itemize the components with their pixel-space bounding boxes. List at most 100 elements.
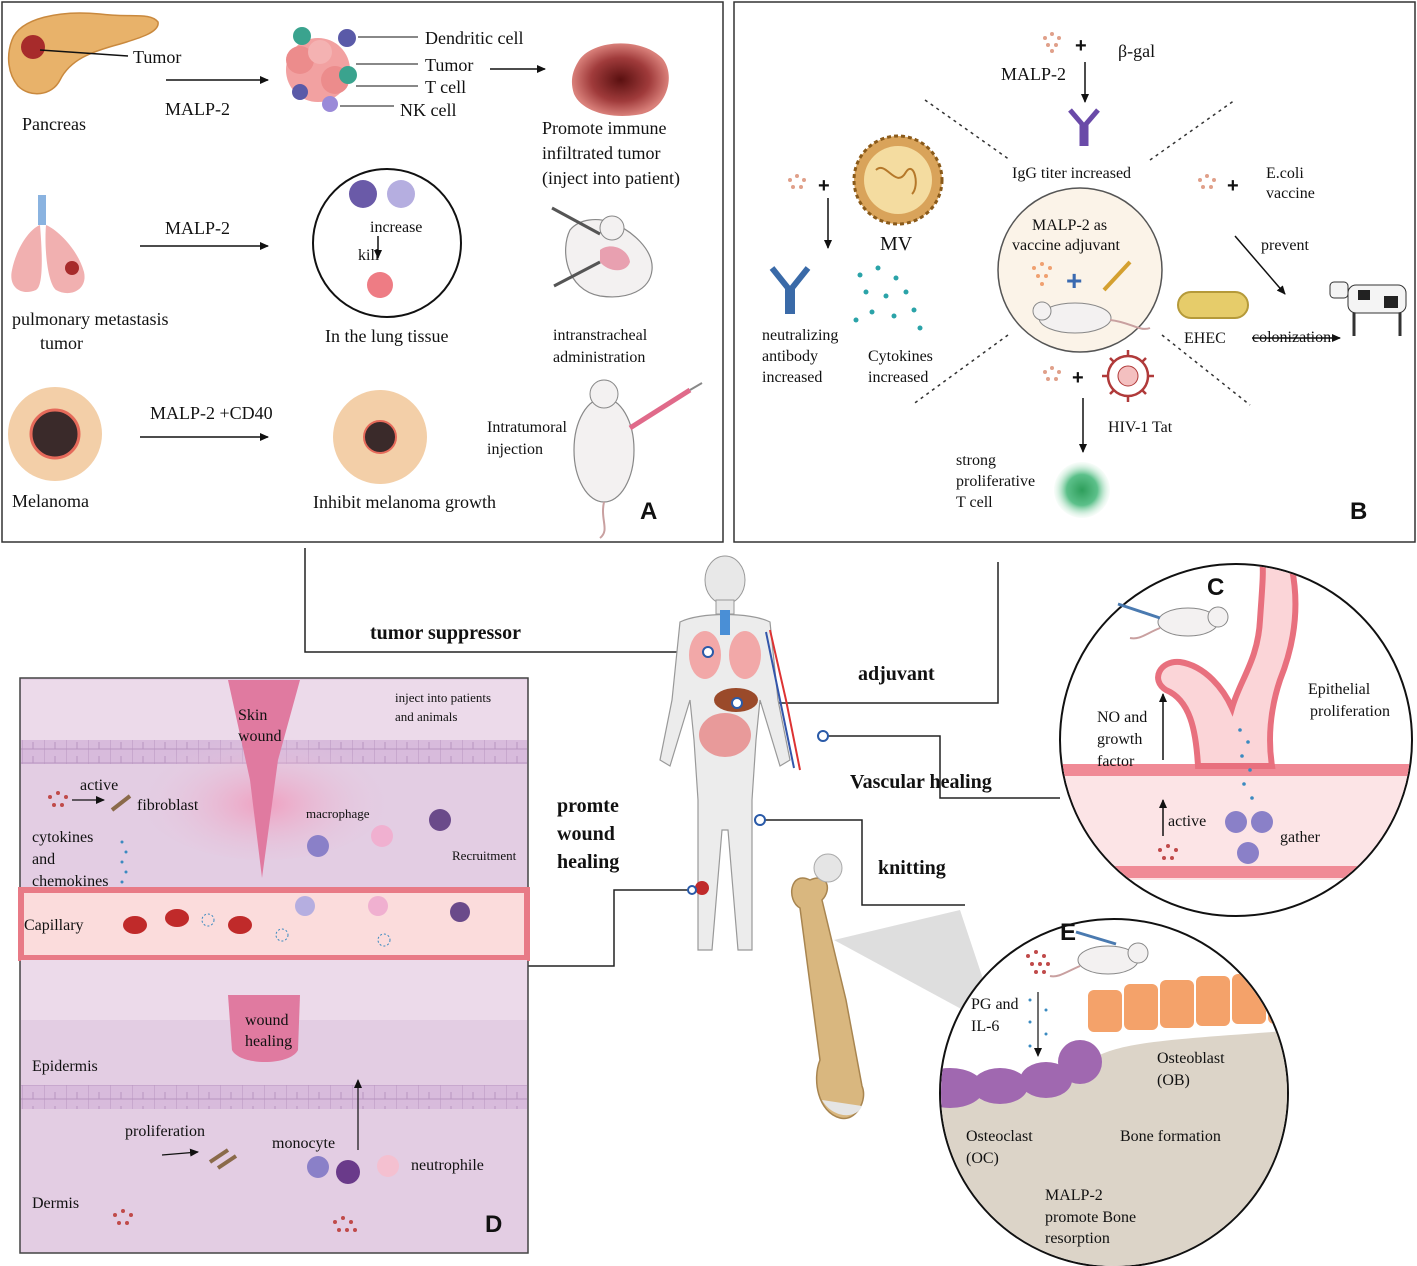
mouse-c-icon — [1117, 602, 1229, 640]
thigh-marker — [754, 814, 766, 826]
skin-line-2: wound — [238, 728, 282, 745]
neut-line-1: neutralizing — [762, 327, 838, 344]
inject-line-2: and animals — [395, 709, 457, 724]
tcell-label: T cell — [425, 77, 466, 97]
promte-line-1: promte — [557, 795, 619, 817]
promte-line-3: healing — [557, 851, 619, 873]
pg-line-1: PG and — [971, 996, 1019, 1013]
gather-label: gather — [1280, 829, 1321, 846]
cytokine-dots-d — [120, 840, 128, 884]
panel-c-letter: C — [1207, 574, 1224, 601]
igg-antibody-icon — [1068, 108, 1100, 146]
inject-line-1: inject into patients — [395, 690, 491, 705]
promote-line-1: Promote immune — [542, 118, 667, 138]
panel-d: Skin wound inject into patients and anim… — [18, 677, 530, 1254]
malp2-b-label: MALP-2 — [1001, 64, 1066, 84]
ecoli-line-1: E.coli — [1266, 165, 1304, 182]
dendritic-label: Dendritic cell — [425, 28, 523, 48]
neutrophile-icon — [377, 1155, 399, 1177]
malp2-dots-c — [1158, 844, 1178, 860]
dermis-label: Dermis — [32, 1195, 79, 1212]
malp2-cd40-label: MALP-2 +CD40 — [150, 403, 273, 423]
malp2-dots-d2 — [113, 1209, 357, 1232]
osteoblast-layer — [1088, 974, 1287, 1032]
malp2-dots-left — [788, 174, 806, 189]
cow-icon — [1329, 281, 1407, 336]
intratum-line-1: Intratumoral — [487, 419, 568, 436]
ehec-bacterium-icon — [1177, 291, 1249, 319]
igg-label: IgG titer increased — [1012, 165, 1131, 182]
active-c-label: active — [1168, 813, 1206, 830]
cyto-d-line-2: and — [32, 851, 55, 868]
monocyte-vessel-2 — [368, 896, 388, 916]
recruitment-label: Recruitment — [452, 848, 517, 863]
lung-tissue-circle — [312, 168, 462, 318]
vessel-sprout — [1155, 565, 1299, 769]
mouse-intratumoral-icon — [573, 379, 703, 539]
proliferative-tcell-icon — [1054, 462, 1110, 518]
organ-marker — [731, 697, 743, 709]
intra-line-2: administration — [553, 349, 645, 366]
lung-marker — [702, 646, 714, 658]
rbc-1 — [123, 916, 147, 934]
adjuvant-label: adjuvant — [858, 663, 935, 685]
panel-a: Tumor Pancreas MALP-2 Dendritic cell Tum… — [1, 1, 724, 543]
t-cell-icon — [387, 180, 415, 208]
pulm-line-2: tumor — [40, 333, 83, 353]
panel-a-letter: A — [640, 498, 657, 525]
panel-e: PG and IL-6 Osteoblast (OB) Osteoclast (… — [939, 918, 1289, 1266]
melanoma-label: Melanoma — [12, 491, 89, 511]
plus-right: + — [1227, 175, 1239, 197]
macrophage-icon-3 — [429, 809, 451, 831]
healing-wound — [228, 995, 300, 1062]
wh-line-1: wound — [245, 1012, 289, 1029]
monocyte-icon — [307, 1156, 329, 1178]
strong-line-1: strong — [956, 452, 996, 469]
ehec-label: EHEC — [1184, 330, 1226, 347]
capillary-label: Capillary — [24, 917, 84, 934]
monocyte-icon-2 — [336, 1160, 360, 1184]
nkcell-label: NK cell — [400, 100, 456, 120]
center-plus: + — [1066, 265, 1082, 296]
malp2-dots-e — [1026, 950, 1050, 974]
proliferation-label: proliferation — [125, 1123, 205, 1140]
fibroblast-icon — [110, 794, 132, 812]
connector-lines — [304, 548, 1060, 967]
syringe-icon — [1102, 260, 1132, 292]
immune-cell-c2 — [1251, 811, 1273, 833]
malp2-dots-d1 — [48, 791, 68, 807]
colonization-label: colonization — [1252, 329, 1331, 346]
human-body-icon — [659, 555, 801, 951]
tumor-suppressor-label: tumor suppressor — [370, 622, 521, 644]
panel-c: Epithelial proliferation NO and growth f… — [1059, 563, 1413, 917]
ob-line-1: Osteoblast — [1157, 1050, 1225, 1067]
mv-label: MV — [880, 233, 913, 255]
epidermis-label: Epidermis — [32, 1058, 98, 1075]
oc-line-2: (OC) — [966, 1150, 999, 1167]
center-line-1: MALP-2 as — [1032, 217, 1107, 234]
panel-b-letter: B — [1350, 498, 1367, 525]
epi-line-1: Epithelial — [1308, 681, 1371, 698]
skin-line-1: Skin — [238, 707, 267, 724]
zoom-wedge — [834, 910, 1000, 1030]
epi-line-2: proliferation — [1310, 703, 1390, 720]
no-line-1: NO and — [1097, 709, 1147, 726]
malp2-label-1: MALP-2 — [165, 99, 230, 119]
pancreas-label: Pancreas — [22, 114, 86, 134]
no-line-2: growth — [1097, 731, 1142, 748]
promote-line-3: (inject into patient) — [542, 168, 680, 189]
neut-line-2: antibody — [762, 348, 818, 365]
tumor-label: Tumor — [133, 47, 181, 67]
wound-marker — [695, 881, 709, 895]
cytokines-dots-icon — [853, 265, 923, 331]
lung-icon — [11, 195, 85, 294]
fibroblast-label: fibroblast — [137, 797, 199, 814]
plus-top: + — [1075, 35, 1087, 57]
strong-line-2: proliferative — [956, 473, 1035, 490]
cyto-line-2: increased — [868, 369, 928, 386]
cyto-d-line-3: chemokines — [32, 873, 108, 890]
rbc-2 — [165, 909, 189, 927]
ob-line-2: (OB) — [1157, 1072, 1190, 1089]
cytokine-dots-e — [1028, 998, 1048, 1048]
active-d-label: active — [80, 777, 118, 794]
